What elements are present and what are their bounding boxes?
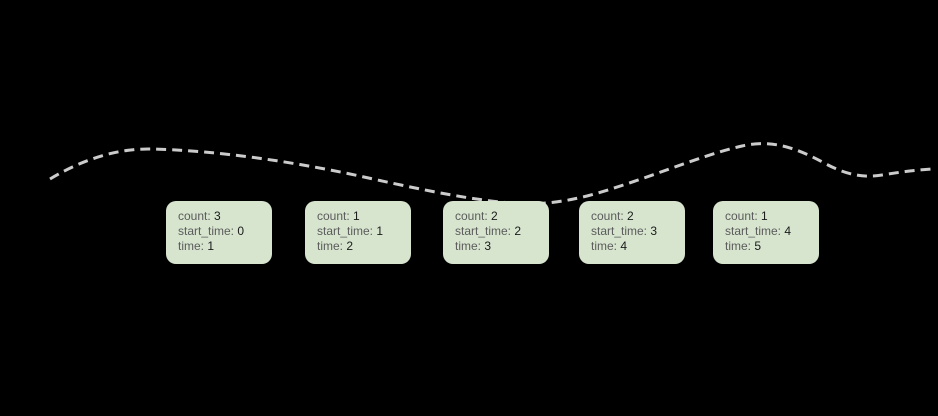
field-row: start_time: 4 [725,224,811,239]
field-value: 1 [353,209,360,223]
event-node-2: count: 1 start_time: 1 time: 2 [305,201,411,264]
field-row: count: 1 [317,209,403,224]
field-value: 5 [754,239,762,253]
field-row: count: 3 [178,209,264,224]
event-node-1: count: 3 start_time: 0 time: 1 [166,201,272,264]
field-label: count: [591,209,624,223]
event-node-5: count: 1 start_time: 4 time: 5 [713,201,819,264]
field-label: count: [178,209,211,223]
field-row: start_time: 3 [591,224,677,239]
field-value: 3 [214,209,221,223]
field-value: 2 [346,239,354,253]
field-row: time: 5 [725,239,811,254]
field-row: time: 3 [455,239,541,254]
field-row: time: 4 [591,239,677,254]
field-label: count: [317,209,350,223]
field-label: time: [178,239,205,253]
field-label: time: [317,239,344,253]
event-node-3: count: 2 start_time: 2 time: 3 [443,201,549,264]
field-label: start_time: [317,224,374,238]
field-row: count: 2 [455,209,541,224]
field-row: time: 1 [178,239,264,254]
field-label: count: [455,209,488,223]
field-label: count: [725,209,758,223]
field-value: 2 [491,209,498,223]
field-row: start_time: 1 [317,224,403,239]
field-value: 2 [514,224,522,238]
field-value: 1 [761,209,768,223]
field-label: start_time: [178,224,235,238]
field-label: start_time: [455,224,512,238]
field-value: 2 [627,209,634,223]
field-value: 0 [237,224,245,238]
field-label: start_time: [725,224,782,238]
field-label: start_time: [591,224,648,238]
field-row: time: 2 [317,239,403,254]
field-row: start_time: 0 [178,224,264,239]
field-value: 3 [484,239,492,253]
event-node-4: count: 2 start_time: 3 time: 4 [579,201,685,264]
field-value: 4 [620,239,628,253]
dashed-trend-curve-path [49,142,934,206]
field-value: 3 [650,224,658,238]
field-label: time: [455,239,482,253]
field-row: count: 1 [725,209,811,224]
field-label: time: [591,239,618,253]
field-row: count: 2 [591,209,677,224]
field-value: 1 [376,224,384,238]
field-row: start_time: 2 [455,224,541,239]
field-value: 4 [784,224,792,238]
field-value: 1 [207,239,215,253]
field-label: time: [725,239,752,253]
